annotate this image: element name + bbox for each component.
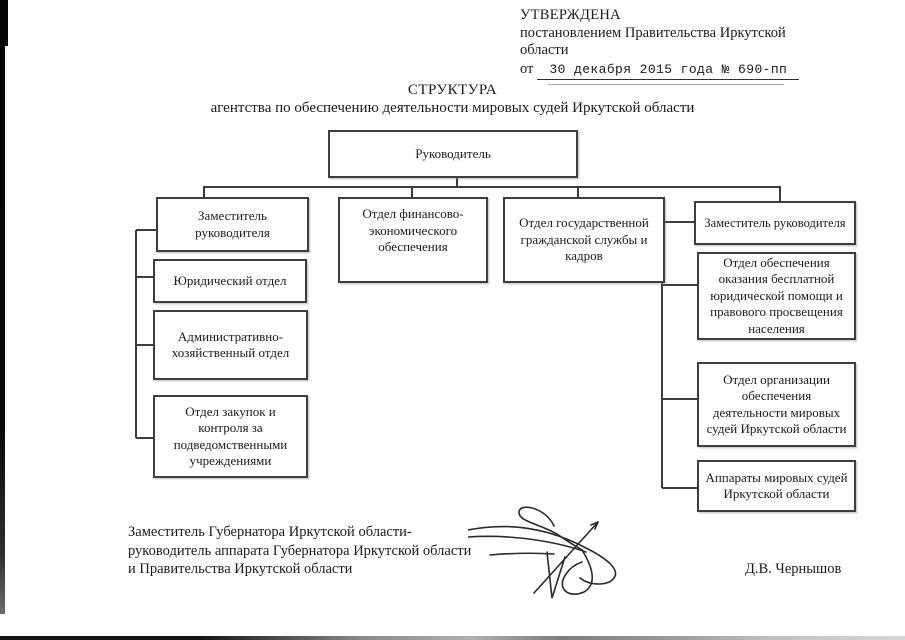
scan-edge-left: [0, 0, 5, 614]
approval-date-prefix: от: [520, 60, 534, 77]
org-box-org-support-dept: Отдел организации обеспечения деятельнос…: [697, 362, 856, 447]
signatory-position-line2: руководитель аппарата Губернатора Иркутс…: [128, 542, 472, 559]
signer-name: Д.В. Чернышов: [745, 561, 842, 577]
approval-by-line2: области: [520, 42, 569, 59]
org-box-civil-service-dept: Отдел государственной гражданской службы…: [503, 197, 665, 283]
document-title: СТРУКТУРА агентства по обеспечению деяте…: [0, 82, 905, 117]
scan-edge-left-top: [0, 0, 8, 46]
approval-date-underline-shadow: [548, 84, 784, 85]
scan-edge-bottom: [0, 636, 905, 640]
org-box-deputy-right: Заместитель руководителя: [694, 201, 856, 245]
title-heading: СТРУКТУРА: [407, 82, 498, 98]
org-box-procurement-dept: Отдел закупок и контроля за подведомстве…: [153, 395, 308, 478]
org-box-admin-dept: Административно-хозяйственный отдел: [153, 310, 308, 380]
signatory-position: Заместитель Губернатора Иркутской област…: [128, 523, 598, 579]
approval-date-line: от 30 декабря 2015 года № 690-пп: [520, 61, 850, 81]
org-box-apparatus: Аппараты мировых судей Иркутской области: [697, 460, 856, 512]
signatory-position-line3: и Правительства Иркутской области: [128, 561, 353, 578]
approval-date-value: 30 декабря 2015 года № 690-пп: [537, 61, 800, 81]
org-box-finance-dept: Отдел финансово-экономического обеспечен…: [338, 197, 488, 283]
org-box-deputy-left: Заместитель руководителя: [156, 197, 309, 252]
approval-block: УТВЕРЖДЕНА постановлением Правительства …: [520, 7, 850, 81]
org-box-head: Руководитель: [328, 130, 578, 178]
org-box-legal-dept: Юридический отдел: [153, 259, 307, 303]
approval-stamp: УТВЕРЖДЕНА: [520, 7, 621, 23]
title-subheading: агентства по обеспечению деятельности ми…: [210, 100, 695, 116]
org-box-legal-aid-dept: Отдел обеспечения оказания бесплатной юр…: [697, 252, 856, 340]
approval-by-line1: постановлением Правительства Иркутской: [520, 24, 786, 41]
signatory-position-line1: Заместитель Губернатора Иркутской област…: [128, 524, 412, 540]
